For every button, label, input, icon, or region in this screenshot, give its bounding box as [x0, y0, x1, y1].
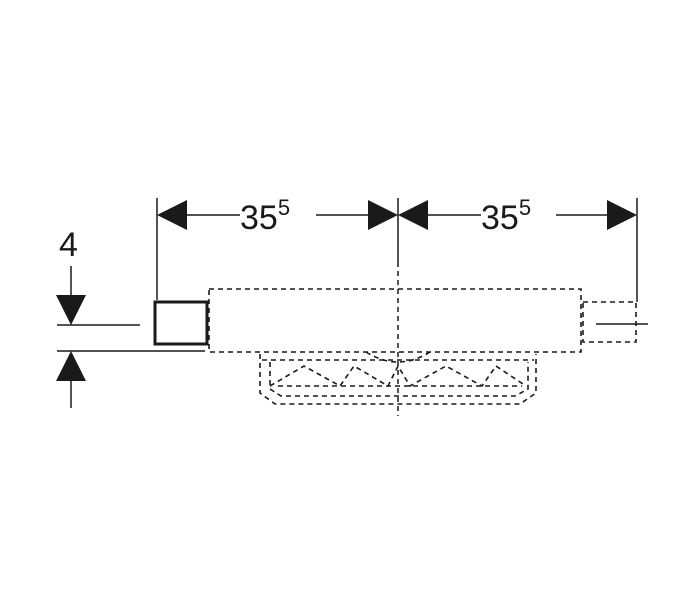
arrowhead-left-end — [368, 200, 398, 230]
dimension-value-left: 35 — [240, 199, 278, 237]
arrowhead-height-top — [56, 295, 86, 325]
horizontal-dimension: 355 355 — [156, 195, 638, 302]
dimension-value-right: 35 — [481, 199, 519, 237]
dimension-label-right: 355 — [481, 195, 531, 237]
part-outline — [153, 288, 648, 405]
main-body — [208, 288, 582, 353]
vertical-dimension: 4 — [56, 226, 205, 408]
dimension-label-left: 355 — [240, 195, 290, 237]
right-fitting — [582, 301, 637, 343]
dimension-label-height: 4 — [59, 226, 78, 264]
arrowhead-right-end — [607, 200, 637, 230]
left-fitting — [153, 300, 209, 346]
tray-outer — [259, 354, 537, 405]
arrowhead-left-start — [157, 200, 187, 230]
dimension-superscript-right: 5 — [519, 195, 531, 220]
arrowhead-right-start — [398, 200, 428, 230]
tray-inner — [269, 362, 529, 397]
arrowhead-height-bottom — [56, 351, 86, 381]
dimension-superscript-left: 5 — [278, 195, 290, 220]
